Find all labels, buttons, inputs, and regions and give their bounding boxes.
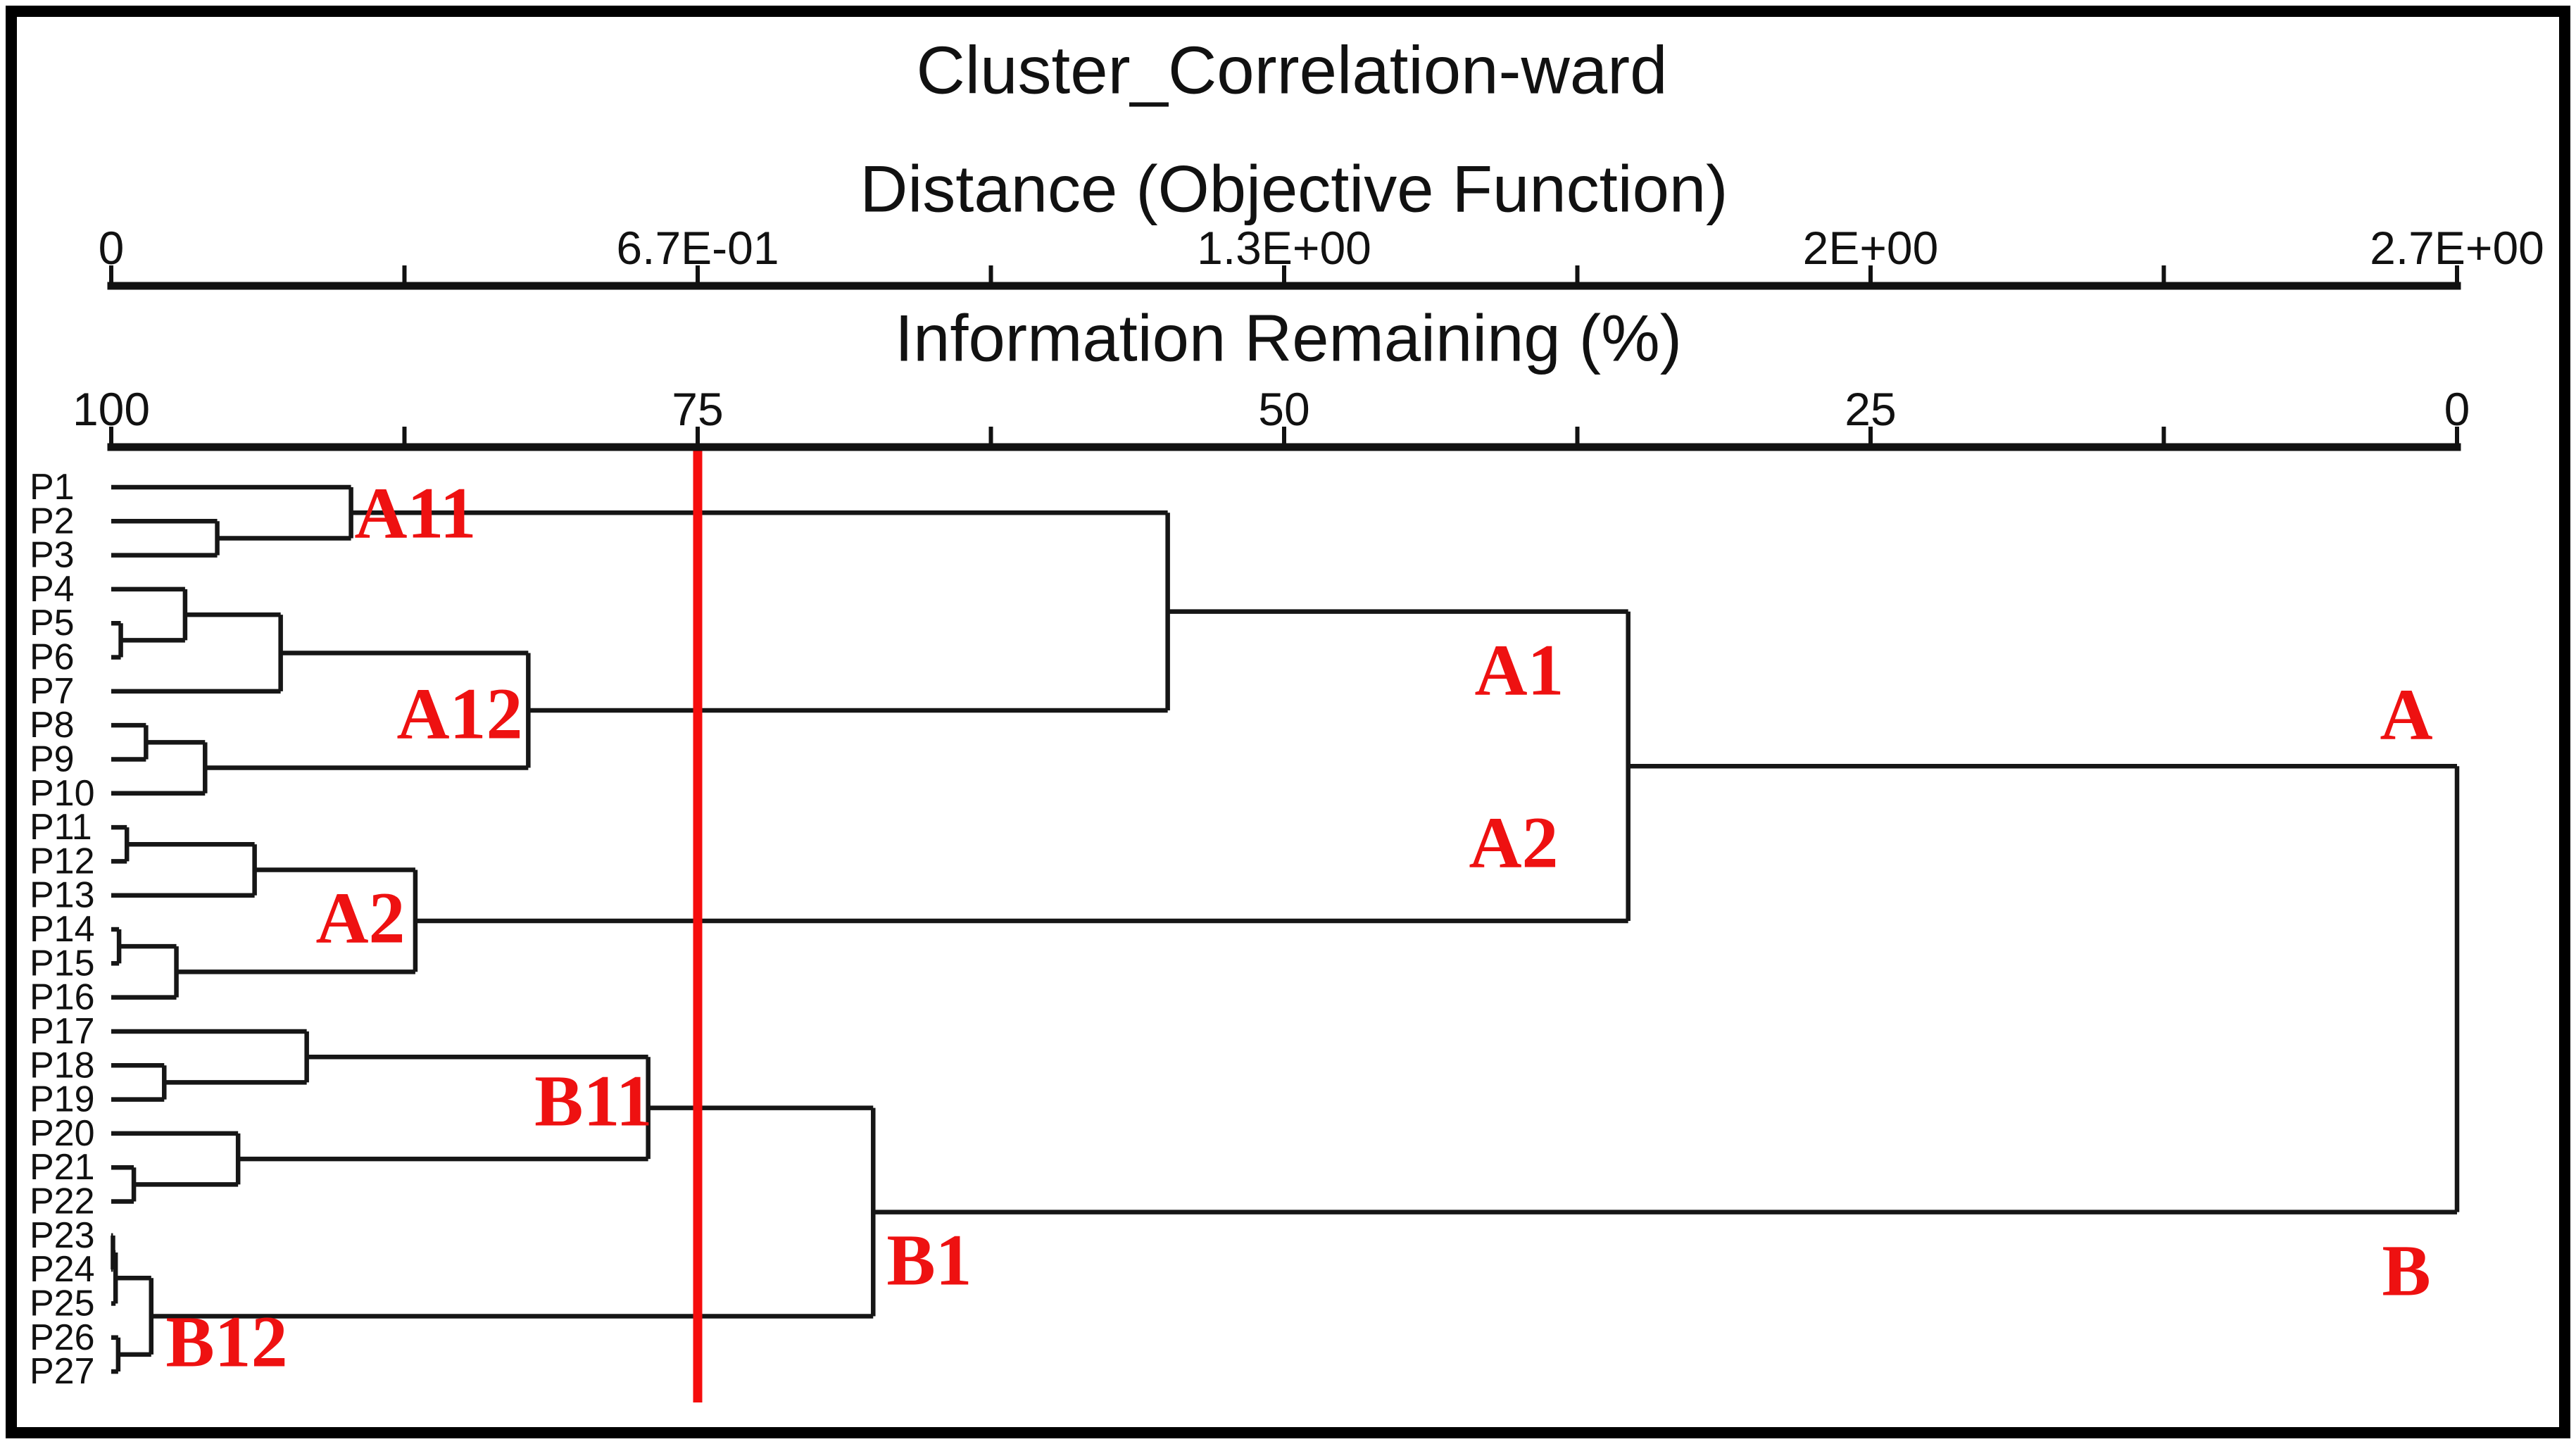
leaf-label-P22: P22 (30, 1181, 95, 1222)
information-axis-title: Information Remaining (%) (895, 301, 1682, 375)
cluster-label-B12: B12 (165, 1302, 287, 1383)
cluster-label-A1: A1 (1474, 630, 1564, 711)
distance-axis-title: Distance (Objective Function) (860, 152, 1728, 226)
cluster-label-A12: A12 (396, 674, 522, 755)
leaf-label-P14: P14 (30, 909, 95, 950)
leaf-label-P13: P13 (30, 875, 95, 916)
leaf-label-P27: P27 (30, 1351, 95, 1392)
leaf-label-P9: P9 (30, 739, 75, 779)
leaf-label-P2: P2 (30, 501, 75, 541)
leaf-label-P25: P25 (30, 1283, 95, 1324)
cluster-label-B: B (2382, 1231, 2430, 1312)
leaf-label-P19: P19 (30, 1079, 95, 1120)
distance-axis-tick-label: 1.3E+00 (1197, 222, 1371, 274)
cluster-label-B11: B11 (534, 1061, 653, 1142)
figure-border (6, 6, 2570, 1438)
information-axis-tick-label: 25 (1845, 383, 1896, 435)
distance-axis-tick-label: 0 (99, 222, 125, 274)
information-axis-tick-label: 75 (672, 383, 723, 435)
leaf-label-P4: P4 (30, 569, 75, 610)
figure-title: Cluster_Correlation-ward (916, 33, 1667, 108)
leaf-label-P3: P3 (30, 535, 75, 576)
distance-axis-tick-label: 6.7E-01 (616, 222, 779, 274)
leaf-label-P23: P23 (30, 1215, 95, 1256)
cluster-label-A2: A2 (1469, 803, 1558, 884)
leaf-label-P7: P7 (30, 671, 75, 712)
leaf-label-P16: P16 (30, 977, 95, 1018)
leaf-label-P21: P21 (30, 1147, 95, 1188)
leaf-label-P5: P5 (30, 603, 75, 643)
information-axis-tick-label: 50 (1258, 383, 1309, 435)
leaf-label-P12: P12 (30, 841, 95, 881)
leaf-label-P24: P24 (30, 1249, 95, 1290)
information-axis-tick-label: 100 (73, 383, 150, 435)
cluster-label-A11: A11 (354, 473, 476, 554)
leaf-label-P17: P17 (30, 1011, 95, 1052)
leaf-label-P1: P1 (30, 467, 75, 508)
leaf-label-P10: P10 (30, 773, 95, 814)
leaf-label-P6: P6 (30, 637, 75, 678)
cluster-label-A: A (2380, 674, 2432, 755)
leaf-label-P11: P11 (30, 807, 92, 848)
cluster-label-B1: B1 (886, 1220, 972, 1301)
distance-axis-tick-label: 2.7E+00 (2370, 222, 2544, 274)
information-axis-tick-label: 0 (2444, 383, 2470, 435)
leaf-label-P26: P26 (30, 1317, 95, 1358)
leaf-label-P18: P18 (30, 1045, 95, 1086)
leaf-label-P15: P15 (30, 943, 95, 984)
distance-axis-tick-label: 2E+00 (1803, 222, 1939, 274)
leaf-label-P20: P20 (30, 1113, 95, 1154)
cluster-label-A2: A2 (315, 878, 405, 959)
leaf-label-P8: P8 (30, 705, 75, 746)
